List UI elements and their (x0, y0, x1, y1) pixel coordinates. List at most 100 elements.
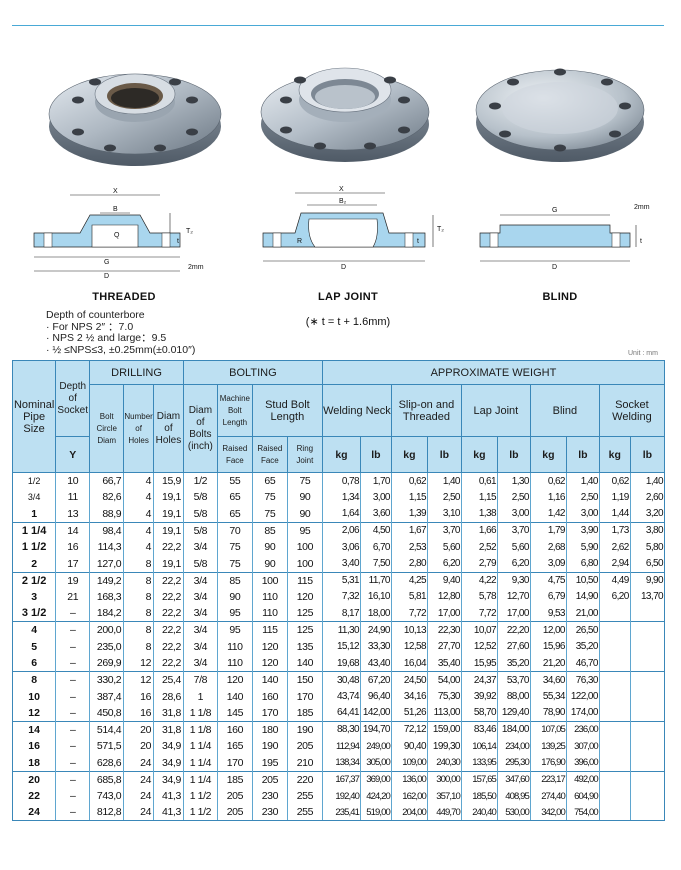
header-lap-joint: Lap Joint (460, 384, 531, 437)
lap-joint-lb: 17,00 (496, 605, 531, 622)
stud-ring-joint: 150 (286, 671, 323, 689)
blind-kg: 342,00 (529, 804, 567, 822)
slip-on-kg: 16,04 (390, 655, 428, 672)
lap-joint-kg: 10,07 (460, 621, 498, 639)
lap-joint-note: (∗ t = t + 1.6mm) (305, 316, 391, 328)
slip-on-lb: 75,30 (426, 688, 462, 705)
blind-kg: 78,90 (529, 704, 567, 722)
nominal-pipe-size: 1 1/2 (11, 538, 56, 556)
slip-on-kg: 90,40 (390, 738, 428, 755)
stud-ring-joint: 120 (286, 588, 323, 606)
nominal-pipe-size: 3/4 (11, 489, 56, 506)
machine-bolt-length: 165 (216, 738, 253, 755)
header-bolt-circle-diam: Bolt Circle Diam (89, 384, 125, 473)
bolt-diameter: 5/8 (182, 555, 218, 573)
slip-on-lb: 3,70 (426, 521, 462, 539)
lap-joint-kg: 5,78 (460, 588, 498, 606)
welding-neck-lb: 3,60 (360, 505, 392, 523)
blind-lb: 174,00 (565, 704, 600, 722)
number-of-holes: 4 (123, 489, 154, 506)
header-kg: kg (529, 436, 567, 473)
slip-on-lb: 159,00 (426, 720, 462, 738)
machine-bolt-length: 65 (216, 489, 253, 506)
slip-on-kg: 24,50 (390, 671, 428, 689)
machine-bolt-length: 110 (216, 638, 253, 656)
lap-joint-lb: 1,30 (496, 472, 531, 490)
lap-joint-kg: 15,95 (460, 655, 498, 672)
socket-welding-kg (598, 720, 631, 738)
socket-depth: – (55, 804, 90, 822)
socket-welding-lb (629, 638, 666, 656)
socket-welding-lb: 13,70 (629, 588, 666, 606)
bolt-diameter: 3/4 (182, 638, 218, 656)
stud-raised-face: 190 (251, 738, 288, 755)
blind-lb: 21,00 (565, 605, 600, 622)
stud-raised-face: 85 (251, 521, 288, 539)
number-of-holes: 4 (123, 472, 154, 490)
header-nominal-pipe-size: Nominal Pipe Size (11, 360, 57, 473)
hole-diameter: 41,3 (153, 804, 184, 822)
lap-joint-lb: 347,60 (496, 770, 531, 788)
slip-on-kg: 7,72 (390, 605, 428, 622)
socket-welding-lb: 3,80 (629, 521, 666, 539)
socket-welding-kg (598, 605, 631, 622)
header-number-of-holes: Number of Holes (123, 384, 155, 473)
socket-welding-lb: 6,50 (629, 555, 666, 573)
socket-welding-lb (629, 804, 666, 822)
lap-joint-lb: 3,00 (496, 505, 531, 523)
slip-on-lb: 357,10 (426, 787, 462, 805)
slip-on-kg: 1,67 (390, 521, 428, 539)
welding-neck-kg: 43,74 (321, 688, 361, 705)
lap-joint-lb: 295,30 (496, 754, 531, 772)
lap-joint-kg: 2,52 (460, 538, 498, 556)
number-of-holes: 8 (123, 621, 154, 639)
threaded-dim-t2: T₂ (186, 228, 193, 235)
blind-kg: 6,79 (529, 588, 567, 606)
slip-on-lb: 12,80 (426, 588, 462, 606)
header-diam-of-holes: Diam of Holes (153, 384, 184, 473)
socket-welding-kg (598, 787, 631, 805)
number-of-holes: 16 (123, 688, 154, 705)
welding-neck-lb: 16,10 (360, 588, 392, 606)
socket-welding-kg (598, 738, 631, 755)
lap-joint-kg: 0,61 (460, 472, 498, 490)
slip-on-kg: 34,16 (390, 688, 428, 705)
lap-joint-kg: 185,50 (460, 787, 498, 805)
bolt-diameter: 1/2 (182, 472, 218, 490)
lap-joint-kg: 1,38 (460, 505, 498, 523)
number-of-holes: 4 (123, 521, 154, 539)
socket-depth: – (55, 754, 90, 772)
bolt-circle: 812,8 (89, 804, 124, 822)
welding-neck-lb: 67,20 (360, 671, 392, 689)
header-bolting: BOLTING (182, 360, 323, 385)
bolt-circle: 82,6 (89, 489, 124, 506)
number-of-holes: 8 (123, 588, 154, 606)
socket-welding-kg (598, 638, 631, 656)
header-kg: kg (460, 436, 498, 473)
threaded-dim-b: B (113, 206, 118, 213)
welding-neck-lb: 33,30 (360, 638, 392, 656)
blind-lb: 307,00 (565, 738, 600, 755)
machine-bolt-length: 95 (216, 621, 253, 639)
machine-bolt-length: 170 (216, 754, 253, 772)
socket-depth: – (55, 605, 90, 622)
blind-lb: 604,90 (565, 787, 600, 805)
blind-lb: 754,00 (565, 804, 600, 822)
stud-ring-joint: 75 (286, 472, 323, 490)
stud-raised-face: 100 (251, 571, 288, 589)
socket-welding-lb (629, 605, 666, 622)
nominal-pipe-size: 3 (11, 588, 56, 606)
slip-on-kg: 2,80 (390, 555, 428, 573)
welding-neck-lb: 305,00 (360, 754, 392, 772)
machine-bolt-length: 75 (216, 555, 253, 573)
slip-on-kg: 2,53 (390, 538, 428, 556)
nominal-pipe-size: 6 (11, 655, 56, 672)
stud-ring-joint: 255 (286, 787, 323, 805)
nominal-pipe-size: 8 (11, 671, 56, 689)
socket-depth: 14 (55, 521, 90, 539)
